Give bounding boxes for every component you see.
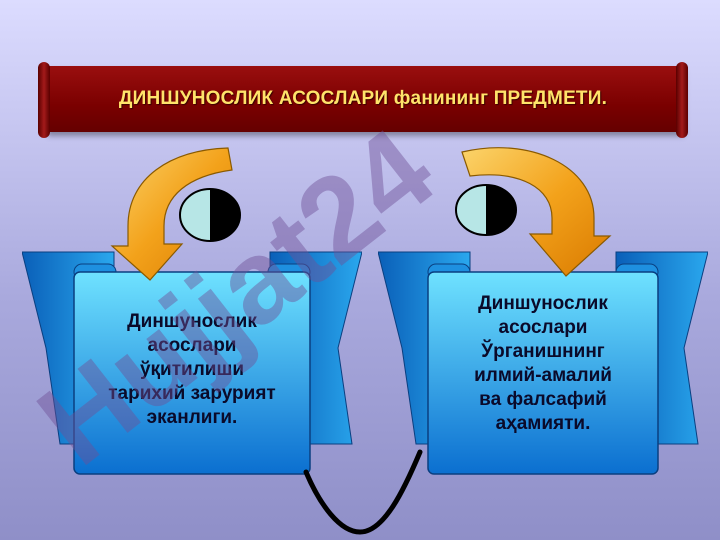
slide-title: ДИНШУНОСЛИК АСОСЛАРИ фанининг ПРЕДМЕТИ. — [118, 88, 608, 109]
right-box-line: Диншунослик — [478, 293, 608, 314]
banner-roll-right — [676, 62, 688, 138]
right-ribbon-box: Диншунослик асослари Ўрганишнинг илмий-а… — [378, 250, 708, 476]
left-box-line: тарихий зарурият — [108, 383, 276, 404]
eye-icon — [455, 184, 517, 236]
right-box-line: илмий-амалий — [474, 365, 612, 386]
left-box-line: эканлиги. — [146, 407, 238, 428]
left-ribbon-box: Диншунослик асослари ўқитилиши тарихий з… — [22, 250, 362, 476]
right-box-line: ва фалсафий — [479, 389, 607, 410]
right-box-line: аҳамияти. — [495, 413, 591, 434]
title-banner: ДИНШУНОСЛИК АСОСЛАРИ фанининг ПРЕДМЕТИ. — [38, 62, 688, 138]
left-box-line: асослари — [147, 335, 237, 356]
right-ribbon-shape — [378, 251, 708, 475]
left-box-line: ўқитилиши — [139, 359, 244, 380]
eye-icon — [179, 188, 241, 242]
right-box-line: асослари — [498, 317, 588, 338]
left-ribbon-shape — [22, 251, 362, 475]
right-box-line: Ўрганишнинг — [481, 341, 605, 362]
left-box-line: Диншунослик — [127, 311, 257, 332]
banner-roll-left — [38, 62, 50, 138]
